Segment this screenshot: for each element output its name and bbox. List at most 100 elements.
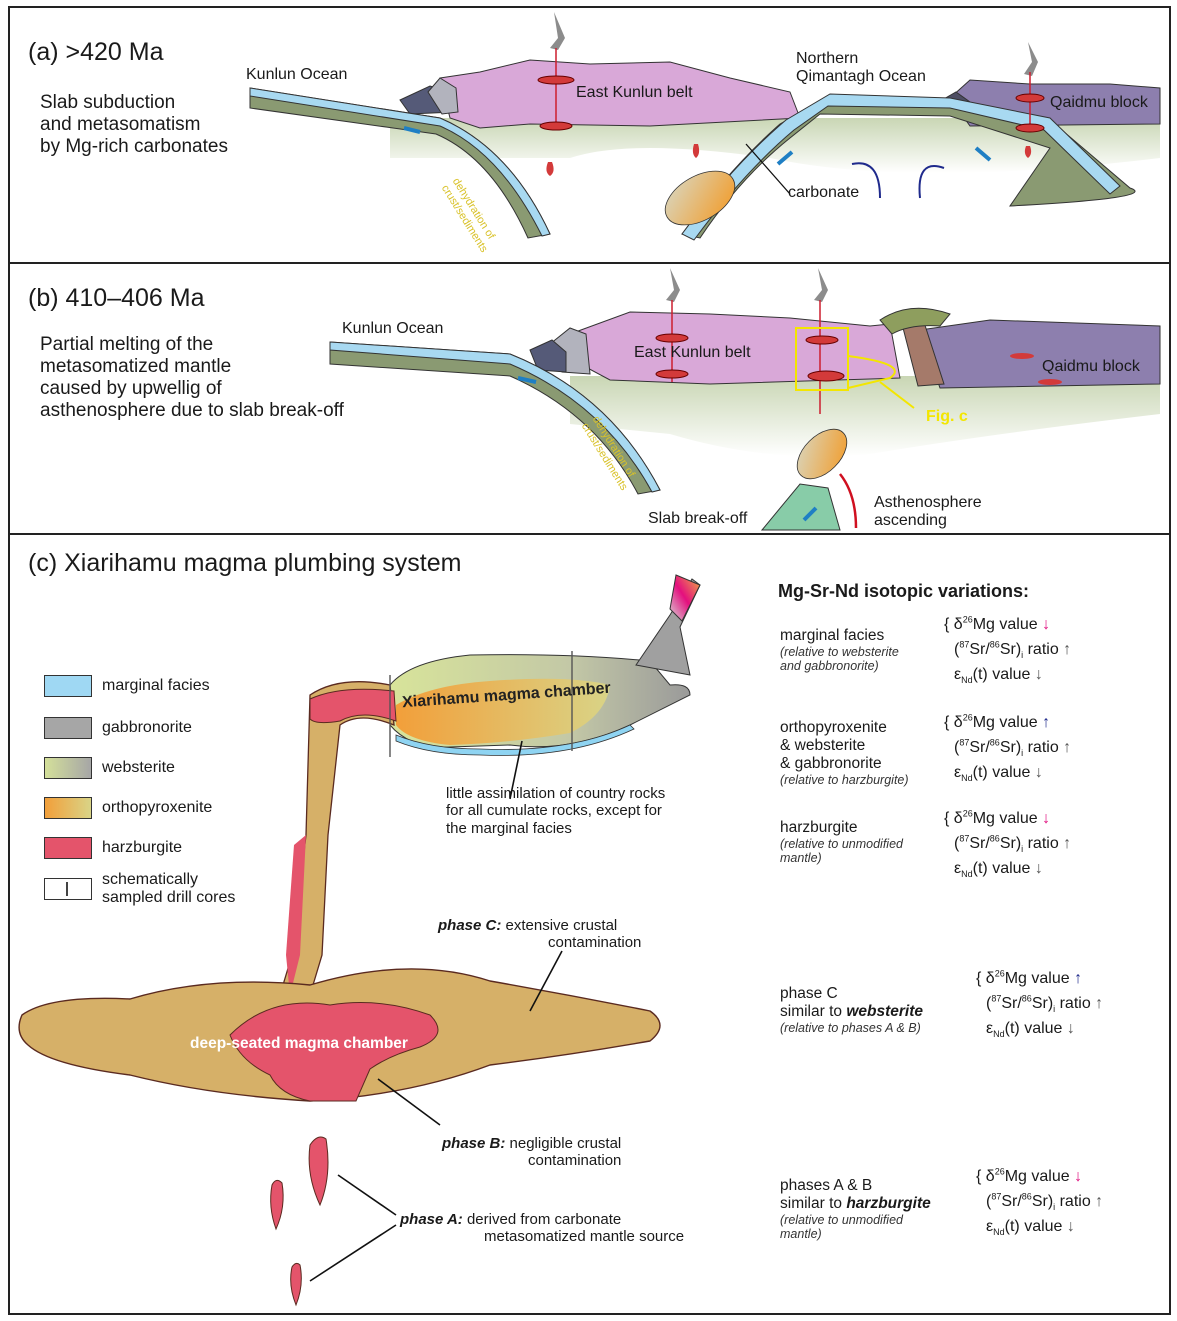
phase-b-text: negligible crustal [509,1135,622,1152]
mg-value: { δ26Mg value ↑ [976,967,1103,992]
legend-swatch [44,717,92,739]
nd-down-arrow-icon: ↓ [1034,665,1043,683]
northern-qimantagh-ocean-label: Northern Qimantagh Ocean [796,50,926,86]
mg-up-arrow-icon: ↑ [1074,970,1083,987]
iso-group-head: phases A & B similar to harzburgite [780,1177,931,1213]
iso-group-rel: (relative to websterite and gabbronorite… [780,645,899,673]
slab-break-off-label: Slab break-off [648,510,748,527]
legend-gabbronorite: gabbronorite [44,717,192,739]
legend-label: orthopyroxenite [102,799,213,816]
sr-up-arrow-icon: ↑ [1063,738,1072,756]
nd-down-arrow-icon: ↓ [1066,1217,1075,1235]
sr-value-label: ratio [1027,640,1059,658]
sr-value: (87Sr/86Sr)i ratio ↑ [954,737,1072,758]
panel-b-description: Partial melting of the metasomatized man… [40,334,344,421]
iso-group-marginal-facies: marginal facies (relative to websterite … [780,627,899,673]
legend-drill-cores: schematically sampled drill cores [44,871,235,907]
nd-value: εNd(t) value ↓ [954,763,1043,784]
assimilation-note: little assimilation of country rocks for… [446,785,666,837]
carbonate-label: carbonate [788,184,860,201]
phase-a-note: phase A: derived from carbonate metasoma… [400,1211,684,1246]
iso-head-text: phase C similar to [780,985,843,1020]
fig-c-label: Fig. c [926,408,968,425]
mg-value-label: value [999,616,1038,633]
iso-group-phase-ab: phases A & B similar to harzburgite (rel… [780,1177,931,1241]
east-kunlun-belt-label-a: East Kunlun belt [576,84,693,101]
nd-value-label: value [1024,1217,1063,1235]
legend-label: marginal facies [102,677,210,694]
legend-swatch [44,675,92,697]
sr-value: (87Sr/86Sr)i ratio ↑ [986,1191,1104,1212]
panel-a: (a) >420 Ma Slab subduction and metasoma… [8,6,1171,264]
mg-value-label: value [1031,1168,1070,1185]
iso-group-opx-web-gab: orthopyroxenite & websterite & gabbronor… [780,719,909,787]
nd-value: εNd(t) value ↓ [986,1019,1075,1040]
phase-a-text2: metasomatized mantle source [484,1228,685,1246]
legend-label: websterite [102,759,175,776]
phase-c-note: phase C: extensive crustal contamination [438,917,641,952]
iso-group-head: marginal facies [780,627,885,644]
phase-a-text: derived from carbonate [466,1211,622,1228]
iso-group-head: phase C similar to websterite [780,985,923,1021]
mg-value: { δ26Mg value ↑ [944,711,1071,736]
iso-group-rel: (relative to phases A & B) [780,1021,921,1035]
east-kunlun-belt-label-b: East Kunlun belt [634,344,751,361]
legend-swatch [44,797,92,819]
nd-value: εNd(t) value ↓ [986,1217,1075,1238]
mg-down-arrow-icon: ↓ [1042,616,1051,633]
panel-a-title: (a) >420 Ma [28,38,164,66]
iso-group-harzburgite: harzburgite (relative to unmodified mant… [780,819,903,865]
legend-swatch [44,757,92,779]
sr-value-label: ratio [1027,738,1059,756]
nd-down-arrow-icon: ↓ [1066,1019,1075,1037]
iso-values-opx: { δ26Mg value ↑ (87Sr/86Sr)i ratio ↑ εNd… [944,711,1071,786]
nd-value-label: value [992,763,1031,781]
nd-value-label: value [1024,1019,1063,1037]
phase-a-tag: phase A: [400,1211,463,1228]
mg-down-arrow-icon: ↓ [1042,810,1051,827]
mg-value: { δ26Mg value ↓ [976,1165,1103,1190]
sr-up-arrow-icon: ↑ [1095,994,1104,1012]
panel-c: (c) Xiarihamu magma plumbing system marg… [8,533,1171,1315]
legend-harzburgite: harzburgite [44,837,182,859]
sr-up-arrow-icon: ↑ [1095,1192,1104,1210]
mg-value: { δ26Mg value ↓ [944,613,1071,638]
legend-websterite: websterite [44,757,175,779]
deep-chamber-label: deep-seated magma chamber [190,1035,408,1052]
iso-head-text: phases A & B similar to [780,1177,873,1212]
iso-group-head: harzburgite [780,819,858,836]
sr-up-arrow-icon: ↑ [1063,834,1072,852]
phase-b-text2: contamination [528,1152,622,1170]
panel-c-title: (c) Xiarihamu magma plumbing system [28,549,462,577]
legend-marginal-facies: marginal facies [44,675,210,697]
qaidmu-block-label-a: Qaidmu block [1050,94,1148,111]
iso-group-head: orthopyroxenite & websterite & gabbronor… [780,719,887,772]
iso-values-phase-c: { δ26Mg value ↑ (87Sr/86Sr)i ratio ↑ εNd… [976,967,1103,1042]
iso-group-rel: (relative to unmodified mantle) [780,1213,903,1241]
panel-b-cross-section [329,268,1161,531]
legend-label: harzburgite [102,839,183,856]
iso-group-phase-c: phase C similar to websterite (relative … [780,985,923,1035]
panel-b: (b) 410–406 Ma Partial melting of the me… [8,262,1171,535]
sr-value: (87Sr/86Sr)i ratio ↑ [954,833,1072,854]
sr-value-label: ratio [1059,994,1091,1012]
legend-swatch [44,837,92,859]
phase-b-tag: phase B: [442,1135,506,1152]
iso-values-phase-ab: { δ26Mg value ↓ (87Sr/86Sr)i ratio ↑ εNd… [976,1165,1103,1240]
iso-head-bold: harzburgite [846,1195,931,1212]
phase-c-tag: phase C: [438,917,502,934]
phase-c-text: extensive crustal [505,917,618,934]
iso-title: Mg-Sr-Nd isotopic variations: [778,581,1030,601]
mg-value-label: value [1031,970,1070,987]
panel-b-title: (b) 410–406 Ma [28,284,205,312]
nd-down-arrow-icon: ↓ [1034,859,1043,877]
nd-value-label: value [992,665,1031,683]
iso-values-marginal: { δ26Mg value ↓ (87Sr/86Sr)i ratio ↑ εNd… [944,613,1071,688]
sr-value-label: ratio [1059,1192,1091,1210]
sr-value: (87Sr/86Sr)i ratio ↑ [954,639,1072,660]
legend-label: schematically sampled drill cores [102,871,236,906]
nd-value: εNd(t) value ↓ [954,859,1043,880]
panel-a-cross-section [249,12,1161,241]
panel-c-plumbing-diagram [18,574,701,1307]
iso-values-harz: { δ26Mg value ↓ (87Sr/86Sr)i ratio ↑ εNd… [944,807,1071,882]
